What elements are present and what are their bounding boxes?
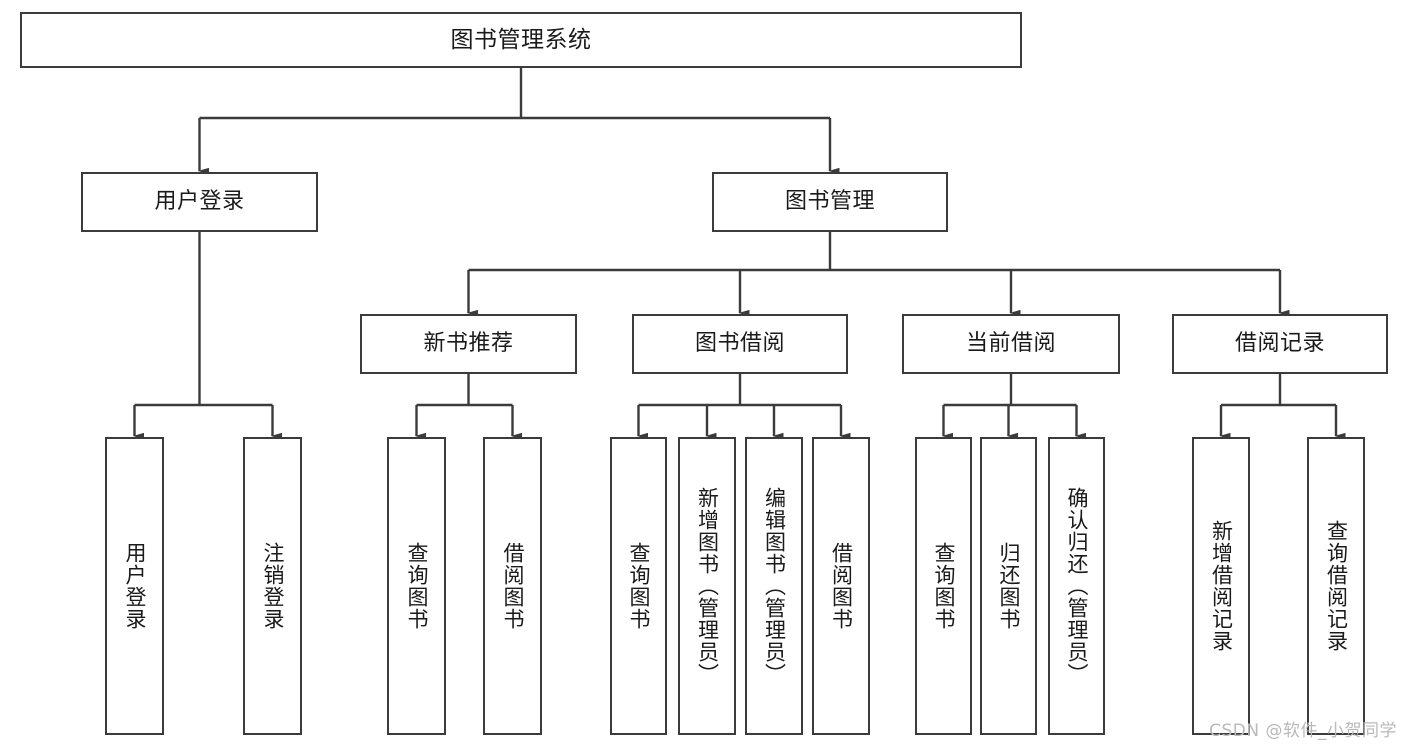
watermark-text: CSDN @软件_小贺同学 bbox=[1209, 721, 1397, 741]
node-label: 图书管理系统 bbox=[450, 26, 592, 53]
node-root: 图书管理系统 bbox=[20, 12, 1022, 68]
node-leaf8: 借阅图书 bbox=[812, 437, 870, 735]
node-leaf4: 借阅图书 bbox=[483, 437, 542, 735]
node-leaf12: 新增借阅记录 bbox=[1192, 437, 1250, 735]
node-borrow: 图书借阅 bbox=[632, 314, 848, 374]
node-label: 借阅图书 bbox=[501, 542, 525, 630]
node-leaf7: 编辑图书（管理员） bbox=[745, 437, 803, 735]
node-label: 查询借阅记录 bbox=[1324, 520, 1349, 652]
node-login: 用户登录 bbox=[81, 172, 318, 232]
node-label: 用户登录 bbox=[123, 542, 147, 630]
node-label: 新书推荐 bbox=[423, 331, 514, 357]
node-label: 编辑图书（管理员） bbox=[762, 487, 787, 685]
node-label: 用户登录 bbox=[154, 189, 245, 215]
node-leaf3: 查询图书 bbox=[387, 437, 446, 735]
node-label: 新增图书（管理员） bbox=[695, 487, 720, 685]
edge-layer bbox=[132, 68, 1346, 440]
node-current: 当前借阅 bbox=[902, 314, 1120, 374]
node-label: 当前借阅 bbox=[965, 331, 1056, 357]
node-leaf10: 归还图书 bbox=[980, 437, 1037, 735]
node-label: 注销登录 bbox=[261, 542, 285, 630]
node-records: 借阅记录 bbox=[1172, 314, 1388, 374]
node-leaf9: 查询图书 bbox=[915, 437, 972, 735]
node-leaf13: 查询借阅记录 bbox=[1307, 437, 1365, 735]
node-label: 查询图书 bbox=[627, 542, 651, 630]
node-newbook: 新书推荐 bbox=[360, 314, 577, 374]
node-label: 图书借阅 bbox=[694, 331, 785, 357]
node-leaf2: 注销登录 bbox=[243, 437, 302, 735]
node-leaf1: 用户登录 bbox=[105, 437, 164, 735]
node-label: 新增借阅记录 bbox=[1209, 520, 1234, 652]
node-leaf5: 查询图书 bbox=[610, 437, 667, 735]
node-bookmgmt: 图书管理 bbox=[712, 172, 948, 232]
node-label: 确认归还（管理员） bbox=[1065, 487, 1089, 685]
node-label: 借阅图书 bbox=[829, 542, 854, 630]
node-leaf11: 确认归还（管理员） bbox=[1048, 437, 1105, 735]
node-label: 归还图书 bbox=[997, 542, 1021, 630]
node-label: 借阅记录 bbox=[1234, 331, 1325, 357]
node-label: 查询图书 bbox=[932, 542, 956, 630]
node-label: 查询图书 bbox=[405, 542, 429, 630]
node-label: 图书管理 bbox=[784, 189, 875, 215]
node-leaf6: 新增图书（管理员） bbox=[678, 437, 736, 735]
